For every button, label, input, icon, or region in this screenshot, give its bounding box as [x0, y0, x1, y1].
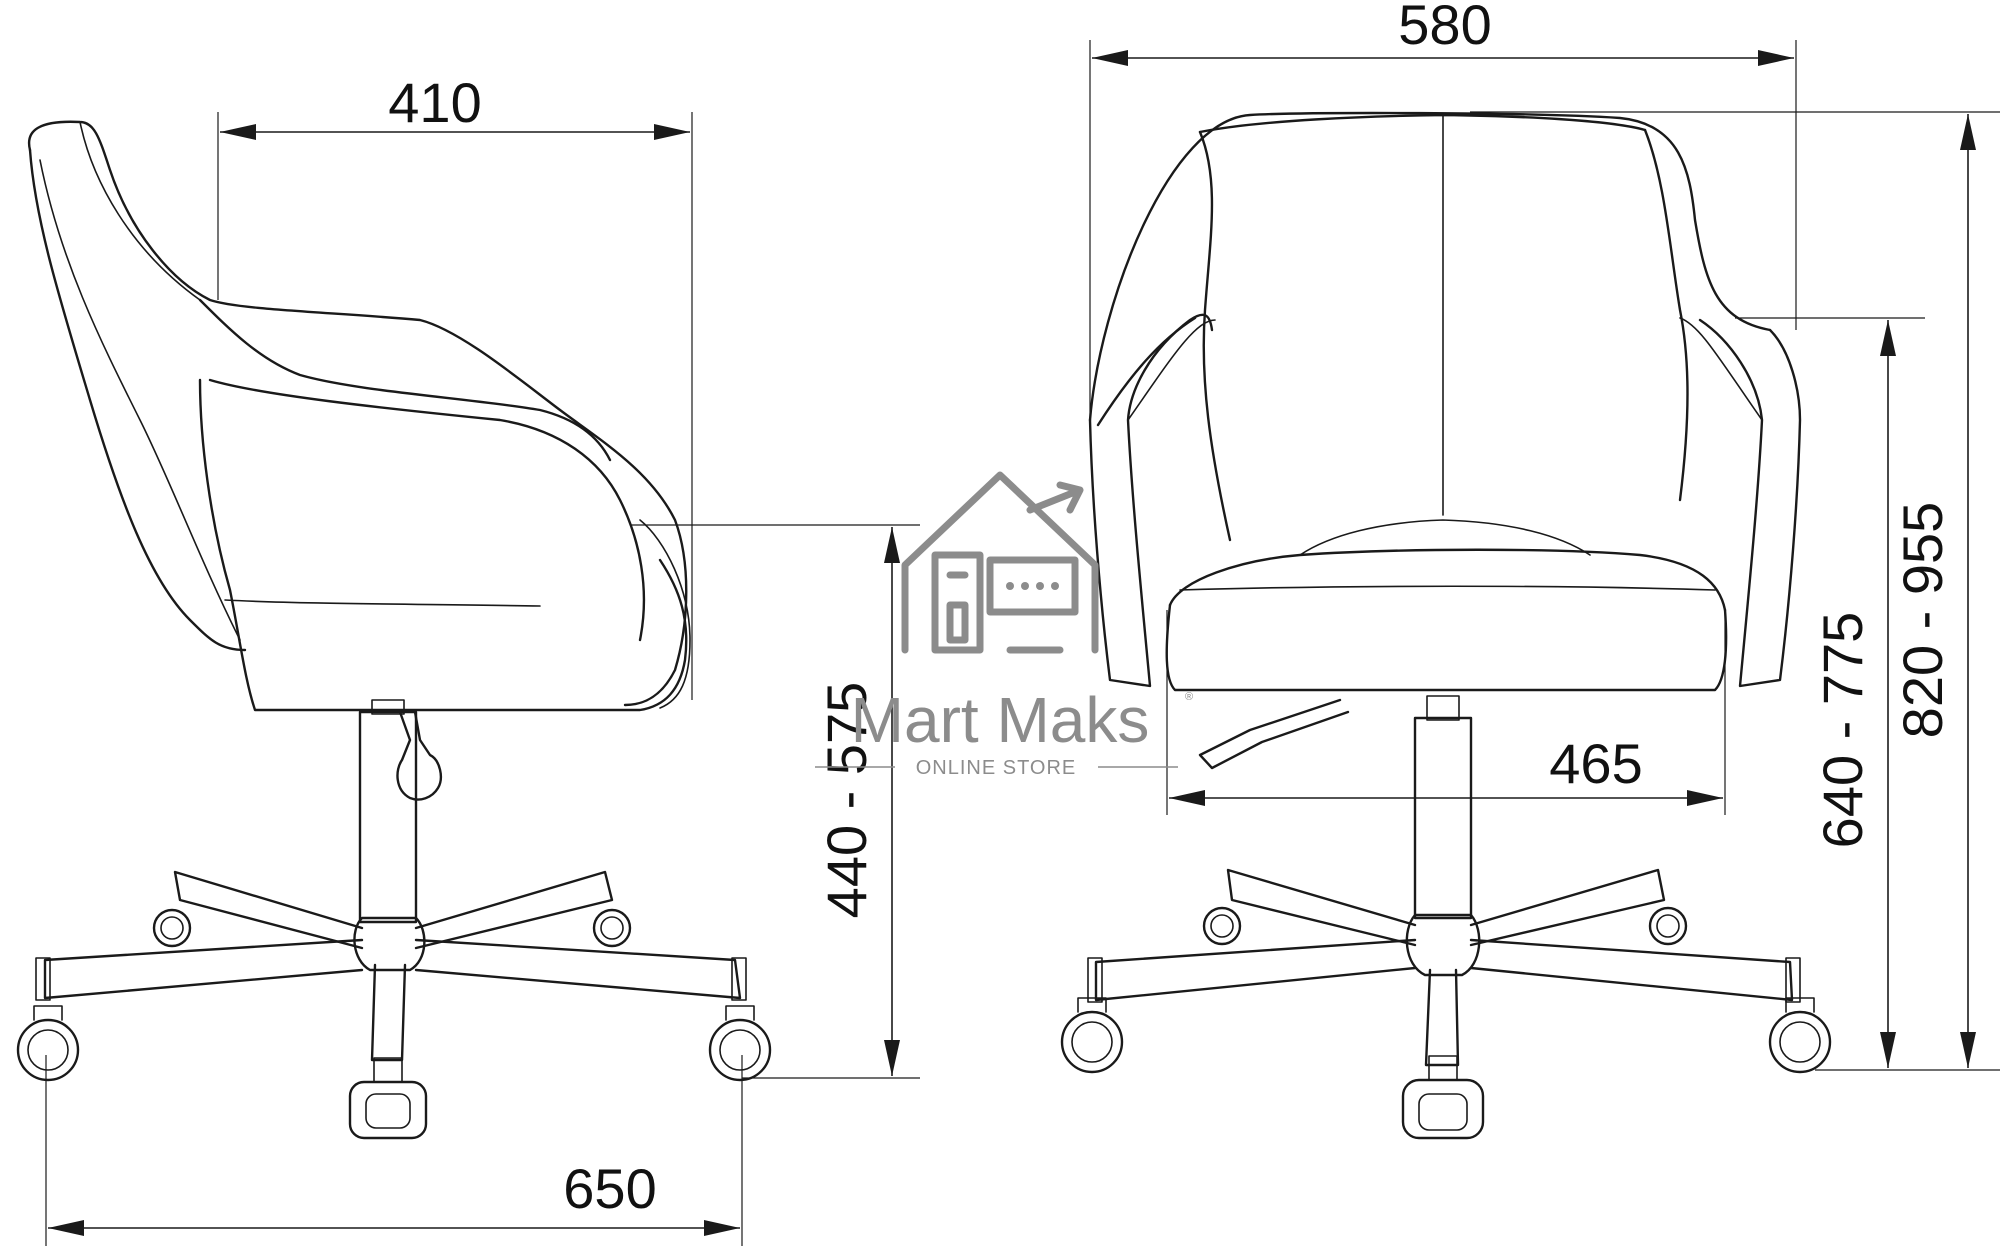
dimension-armrest-height: 640 - 775	[1735, 317, 1925, 1071]
dimension-label-overall-width: 580	[1398, 0, 1491, 56]
watermark: Mart Maks ® ONLINE STORE	[815, 471, 1193, 779]
dimension-side-depth: 410	[217, 71, 693, 700]
dimension-seat-width: 465	[1166, 610, 1726, 815]
dimension-label-seat-width: 465	[1549, 732, 1642, 795]
watermark-tagline: ONLINE STORE	[916, 757, 1077, 779]
side-view-chair	[16, 120, 772, 1140]
watermark-brand: Mart Maks	[851, 684, 1150, 756]
front-view-chair	[1060, 111, 1832, 1140]
watermark-registered: ®	[1185, 691, 1193, 703]
dimension-label-overall-height: 820 - 955	[1891, 502, 1954, 739]
dimension-overall-width: 580	[1089, 0, 1797, 420]
dimension-label-base-width: 650	[563, 1157, 656, 1220]
dimension-seat-height: 440 - 575	[630, 524, 920, 1079]
dimension-overall-height: 820 - 955	[1470, 111, 2000, 1071]
house-with-device-icon	[901, 471, 1099, 654]
dimension-label-armrest-height: 640 - 775	[1811, 612, 1874, 849]
dimension-label-seat-height: 440 - 575	[815, 682, 878, 919]
dimension-label-side-depth: 410	[388, 71, 481, 134]
dimension-base-width: 650	[45, 1055, 743, 1246]
